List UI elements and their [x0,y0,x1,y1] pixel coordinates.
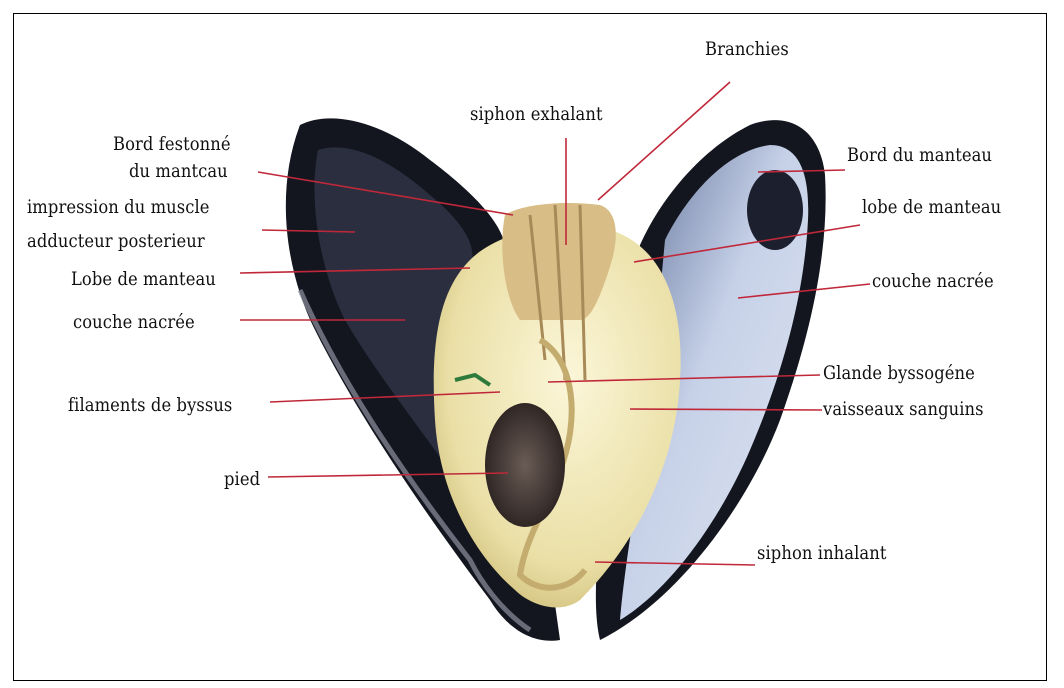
label-glande-byssogene: Glande byssogéne [823,362,975,384]
label-siphon-exhalant: siphon exhalant [470,103,603,125]
label-filaments-byssus: filaments de byssus [68,394,232,416]
label-vaisseaux-sanguins: vaisseaux sanguins [823,398,984,420]
label-couche-nacree-right: couche nacrée [872,270,994,292]
label-branchies: Branchies [705,38,789,60]
label-lobe-manteau-right: lobe de manteau [862,196,1001,218]
label-bord-manteau: Bord du manteau [847,144,992,166]
leader-vaisseaux [630,409,822,410]
label-impression-line2: adducteur posterieur [27,230,205,252]
label-siphon-inhalant: siphon inhalant [757,542,887,564]
label-impression-line1: impression du muscle [27,196,210,218]
label-bord-festonne-line1: Bord festonné [113,133,231,155]
label-pied: pied [224,468,260,490]
label-couche-nacree-left: couche nacrée [73,311,195,333]
label-lobe-manteau-left: Lobe de manteau [71,268,216,290]
label-bord-festonne-line2: du mantcau [129,160,228,182]
